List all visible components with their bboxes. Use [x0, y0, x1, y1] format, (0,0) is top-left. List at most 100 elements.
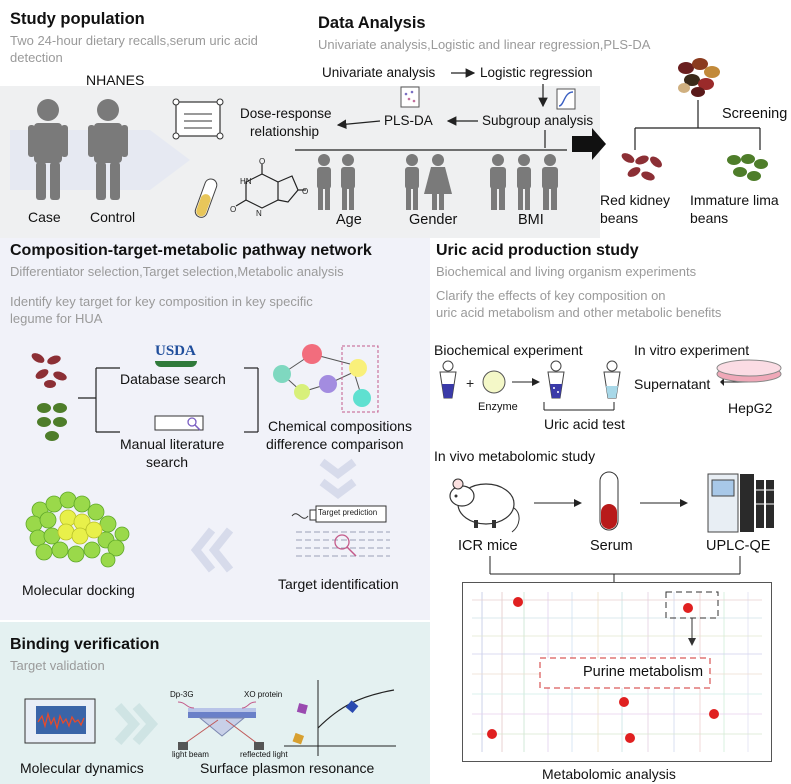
database-search-label: Database search [120, 371, 226, 387]
svg-text:O: O [302, 187, 308, 196]
svg-text:+: + [466, 375, 474, 391]
light-beam-label: light beam [172, 750, 209, 759]
analysis-flow-arrows [295, 68, 761, 160]
data-analysis-subtitle: Univariate analysis,Logistic and linear … [318, 37, 651, 52]
case-label: Case [28, 209, 61, 225]
svg-text:O: O [230, 205, 236, 214]
network-goal-line2: legume for HUA [10, 311, 103, 326]
svg-text:N: N [256, 209, 262, 218]
molecular-dynamics-label: Molecular dynamics [20, 760, 144, 776]
dp3g-label: Dp-3G [170, 690, 194, 699]
purine-metabolism-label: Purine metabolism [583, 664, 704, 680]
uric-test-bracket [543, 402, 615, 411]
uric-acid-test-label: Uric acid test [544, 416, 625, 432]
chem-comp-line1: Chemical compositions [268, 418, 412, 434]
network-red-beans-icon [31, 353, 67, 388]
logistic-curve-icon [556, 88, 576, 110]
enzyme-label: Enzyme [478, 401, 518, 413]
svg-text:O: O [259, 157, 265, 166]
molecule-cluster-icon [25, 491, 130, 568]
usda-logo: USDA [155, 343, 197, 367]
target-prediction-icon [291, 505, 390, 557]
control-person-icon [88, 99, 128, 200]
uric-goal-line2: uric acid metabolism and other metabolic… [436, 305, 722, 320]
serum-tube-icon [599, 471, 619, 531]
nhanes-label: NHANES [86, 72, 145, 88]
tube-1-icon [439, 360, 457, 399]
study-population-title: Study population [10, 10, 145, 28]
chem-comp-line2: difference comparison [266, 436, 404, 452]
invivo-arrows [534, 499, 688, 507]
icr-mice-label: ICR mice [458, 538, 518, 554]
red-kidney-beans-icon [621, 153, 662, 181]
literature-search-icon [154, 415, 204, 431]
control-label: Control [90, 209, 136, 225]
uric-acid-subtitle: Biochemical and living organism experime… [436, 264, 697, 279]
icr-mouse-icon [449, 478, 520, 533]
network-goal-line1: Identify key target for key composition … [10, 294, 313, 309]
molecular-dynamics-screen [24, 698, 96, 744]
case-control-people [10, 99, 190, 200]
univariate-label: Univariate analysis [322, 65, 436, 80]
biochem-label: Biochemical experiment [434, 342, 583, 358]
hepg2-label: HepG2 [728, 400, 773, 416]
uplc-label: UPLC-QE [706, 538, 771, 554]
network-subtitle: Differentiator selection,Target selectio… [10, 264, 344, 279]
uric-acid-title: Uric acid production study [436, 242, 639, 259]
plsda-label: PLS-DA [384, 113, 433, 128]
spr-label: Surface plasmon resonance [200, 760, 375, 776]
network-green-beans-icon [37, 403, 67, 441]
gender-people-icon [405, 154, 452, 210]
age-label: Age [336, 212, 362, 228]
spr-plot [284, 680, 396, 756]
metabolomic-network-plot [462, 582, 772, 762]
manual-literature-line2: search [146, 454, 189, 470]
spr-diagram [177, 701, 264, 750]
binding-chevrons [114, 703, 159, 745]
tube-2-icon [547, 360, 565, 399]
uric-goal-line1: Clarify the effects of key composition o… [436, 288, 666, 303]
supernatant-label: Supernatant [634, 376, 711, 392]
reflected-light-label: reflected light [240, 750, 288, 759]
bmi-label: BMI [518, 212, 544, 228]
uplc-instrument-icon [707, 473, 776, 533]
lima-beans-icon [727, 154, 768, 181]
target-identification-label: Target identification [278, 576, 399, 592]
gender-label: Gender [409, 212, 458, 228]
bmi-people-icon [490, 154, 558, 210]
age-people-icon [317, 154, 355, 210]
logistic-label: Logistic regression [480, 65, 593, 80]
svg-text:HN: HN [240, 177, 252, 186]
dose-response-line1: Dose-response [240, 106, 332, 121]
petri-dish-icon [716, 359, 782, 383]
subgroup-people-icons [317, 154, 558, 210]
invitro-label: In vitro experiment [634, 342, 750, 358]
red-kidney-line2: beans [600, 210, 639, 226]
mixed-beans-icon [678, 58, 720, 97]
data-analysis-title: Data Analysis [318, 14, 426, 32]
binding-title: Binding verification [10, 636, 160, 653]
screening-label: Screening [722, 106, 788, 122]
manual-literature-line1: Manual literature [120, 436, 225, 452]
lima-line2: beans [690, 210, 729, 226]
network-bracket-lines [78, 367, 357, 573]
tube-3-icon [603, 360, 621, 399]
study-population-subtitle: Two 24-hour dietary recalls,serum uric a… [10, 33, 258, 65]
uric-acid-structure: O O O HN N [230, 157, 308, 218]
test-tube-icon [194, 178, 218, 218]
dose-response-line2: relationship [250, 124, 320, 139]
subgroup-label: Subgroup analysis [482, 113, 594, 128]
plsda-plot-icon [400, 86, 420, 108]
binding-subtitle: Target validation [10, 658, 105, 673]
red-kidney-line1: Red kidney [600, 192, 671, 208]
invivo-label: In vivo metabolomic study [434, 448, 596, 464]
xo-protein-label: XO protein [244, 690, 283, 699]
metabolomic-analysis-label: Metabolomic analysis [542, 766, 676, 782]
case-person-icon [28, 99, 68, 200]
molecular-docking-label: Molecular docking [22, 582, 135, 598]
chemical-network-graph [273, 344, 379, 413]
network-title: Composition-target-metabolic pathway net… [10, 242, 372, 259]
lima-line1: Immature lima [690, 192, 779, 208]
biochem-tubes: + [439, 360, 621, 399]
